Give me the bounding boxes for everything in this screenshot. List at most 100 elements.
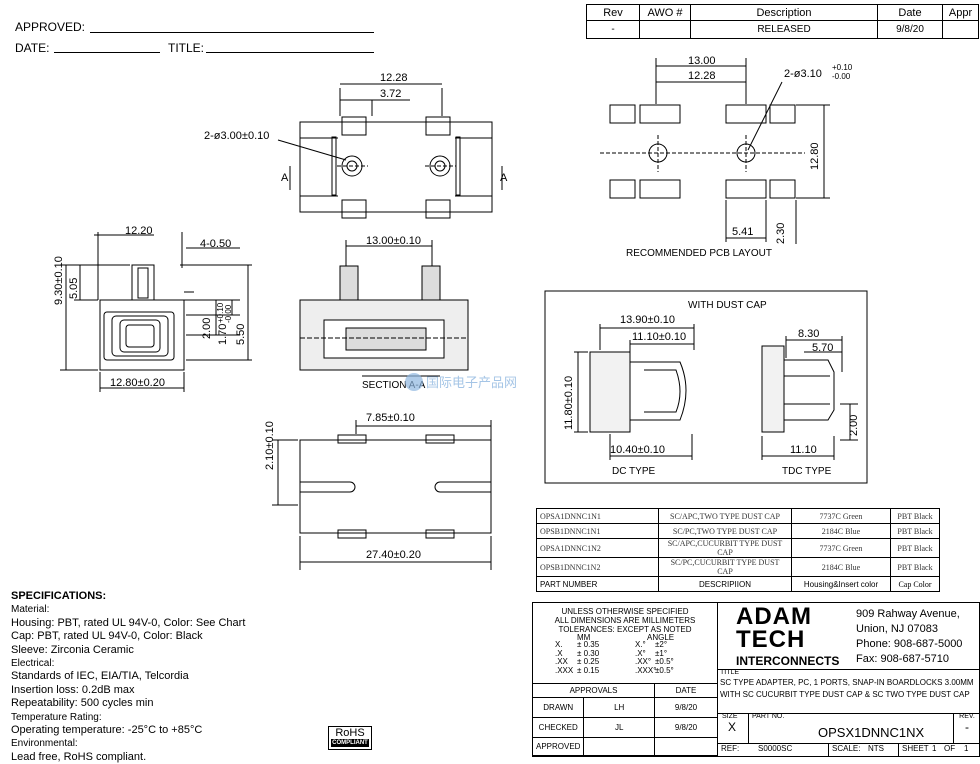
spec-line: Temperature Rating: — [11, 711, 102, 723]
rohs-text: RoHS — [335, 727, 365, 739]
bottom-dim-height: 2.10±0.10 — [264, 421, 276, 470]
spec-line: Environmental: — [11, 738, 78, 750]
address-line: 909 Rahway Avenue, — [856, 608, 960, 620]
drawn-date: 9/8/20 — [654, 697, 718, 718]
parts-header-cap: Cap Color — [890, 576, 940, 592]
dc-dim-height: 11.80±0.10 — [563, 376, 575, 430]
scale-value: NTS — [868, 744, 884, 753]
angle-label: ANGLE — [647, 633, 675, 642]
watermark-text: 国际电子产品网 — [426, 375, 517, 390]
drawing-canvas: 12.28 3.72 2-ø3.00±0.10 A A — [53, 55, 868, 570]
parts-cell: 2184C Blue — [791, 523, 891, 539]
sheets-value: 1 — [964, 744, 969, 753]
sheet-value: 1 — [932, 744, 937, 753]
tdc-type-view — [761, 336, 858, 460]
rev-cell: REV. - — [953, 713, 980, 743]
pcb-dim-height: 12.80 — [809, 142, 821, 170]
parts-cell: SC/PC,TWO TYPE DUST CAP — [658, 523, 792, 539]
tol-cell: ± 0.25 — [577, 657, 600, 666]
spec-line: Housing: PBT, rated UL 94V-0, Color: See… — [11, 616, 246, 629]
approvals-date-label: DATE — [654, 683, 718, 698]
ref-label: REF: — [721, 744, 740, 753]
tol-cell: .XXX — [555, 665, 574, 675]
spec-line: Lead free, RoHS compliant. — [11, 750, 147, 763]
tol-cell: ±0.5° — [655, 665, 674, 675]
tol-cell: .XX° — [635, 657, 652, 666]
address-line: Phone: 908-687-5000 — [856, 638, 963, 650]
tol-cell: ± 0.15 — [577, 665, 600, 675]
front-dim-a: 2.00 — [201, 318, 213, 339]
bottom-view — [272, 420, 492, 570]
title-label: TITLE: — [168, 41, 205, 55]
address-line: Union, NJ 07083 — [856, 623, 938, 635]
rev-value-cell: - — [965, 720, 969, 734]
date-label: DATE: — [15, 41, 50, 55]
spec-line: Cap: PBT, rated UL 94V-0, Color: Black — [11, 630, 203, 643]
front-dim-latch: 4-0.50 — [200, 238, 231, 250]
dc-dim-body: 11.10±0.10 — [632, 331, 686, 343]
parts-cell: SC/APC,TWO TYPE DUST CAP — [658, 508, 792, 524]
tol-cell: ± 0.35 — [577, 640, 600, 649]
parts-cell: OPSB1DNNC1N2 — [536, 557, 659, 577]
parts-cell: SC/APC,CUCURBIT TYPE DUST CAP — [658, 538, 792, 558]
section-caption: SECTION A-A — [362, 380, 426, 391]
size-cell: SIZE X — [718, 713, 749, 743]
bottom-dim-slot: 7.85±0.10 — [366, 412, 415, 424]
pcb-dim-holes-span: 12.28 — [688, 70, 716, 82]
top-dim-slot: 3.72 — [380, 88, 401, 100]
front-dim-b: 1.70 — [217, 324, 229, 345]
tolerance-line: TOLERANCES: EXCEPT AS NOTED — [558, 625, 692, 634]
dust-cap-title: WITH DUST CAP — [688, 300, 767, 311]
dc-type-view — [574, 324, 695, 460]
dust-cap-frame — [544, 290, 868, 484]
pcb-tol-upper: +0.10 — [832, 63, 853, 72]
tol-cell: X. — [555, 640, 563, 649]
title-text-line: SC TYPE ADAPTER, PC, 1 PORTS, SNAP-IN BO… — [720, 678, 974, 687]
title-text-line: WITH SC CUCURBIT TYPE DUST CAP & SC TWO … — [720, 690, 970, 699]
parts-cell: OPSA1DNNC1N2 — [536, 538, 659, 558]
parts-cell: PBT Black — [890, 557, 940, 577]
spec-line: Electrical: — [11, 658, 55, 670]
company-block: ADAM TECH INTERCONNECTS 909 Rahway Avenu… — [718, 603, 979, 670]
part-no-label: PART NO. — [752, 713, 785, 720]
title-line — [206, 52, 374, 53]
front-dim-depth: 12.20 — [125, 225, 153, 237]
rev-label: REV. — [959, 713, 975, 720]
pcb-tol-lower: -0.00 — [832, 72, 851, 81]
parts-cell: OPSB1DNNC1N1 — [536, 523, 659, 539]
part-row: SIZE X PART NO. OPSX1DNNC1NX REV. - — [718, 713, 979, 744]
front-dim-c: 5.50 — [235, 324, 247, 345]
spec-line: Repeatability: 500 cycles min — [11, 697, 154, 710]
front-dim-height-total: 9.30±0.10 — [53, 256, 65, 305]
parts-header-part: PART NUMBER — [536, 576, 659, 592]
title-area: TITLE SC TYPE ADAPTER, PC, 1 PORTS, SNAP… — [718, 669, 979, 714]
top-view — [277, 83, 503, 219]
date-header: Date — [877, 4, 943, 21]
spec-title: SPECIFICATIONS: — [11, 590, 107, 602]
tol-cell: .XXX° — [635, 665, 657, 675]
revision-table: Rev AWO # Description Date Appr - RELEAS… — [586, 4, 979, 39]
spec-line: Material: — [11, 604, 50, 616]
watermark-logo-icon — [405, 373, 423, 391]
rev-header: Rev — [586, 4, 640, 21]
appr-header: Appr — [942, 4, 979, 21]
top-dim-overall: 12.28 — [380, 72, 408, 84]
logo-line3: INTERCONNECTS — [736, 654, 840, 668]
parts-header-housing: Housing&Insert color — [791, 576, 891, 592]
parts-cell: 2184C Blue — [791, 557, 891, 577]
tol-cell: .X° — [635, 648, 646, 658]
spec-line: Operating temperature: -25°C to +85°C — [11, 724, 203, 737]
front-view — [60, 232, 252, 392]
sheet-label: SHEET — [902, 744, 929, 753]
parts-cell: SC/PC,CUCURBIT TYPE DUST CAP — [658, 557, 792, 577]
tol-cell: X.° — [635, 640, 646, 649]
tolerance-line: ALL DIMENSIONS ARE MILLIMETERS — [554, 616, 696, 625]
scale-label: SCALE: — [832, 744, 861, 753]
front-tol-b-lower: -0.00 — [224, 304, 233, 323]
tdc-label: TDC TYPE — [782, 466, 832, 477]
front-tol-b-upper: +0.10 — [216, 302, 225, 323]
description-value: RELEASED — [690, 20, 878, 39]
specifications: SPECIFICATIONS: Material: Housing: PBT, … — [11, 590, 245, 764]
